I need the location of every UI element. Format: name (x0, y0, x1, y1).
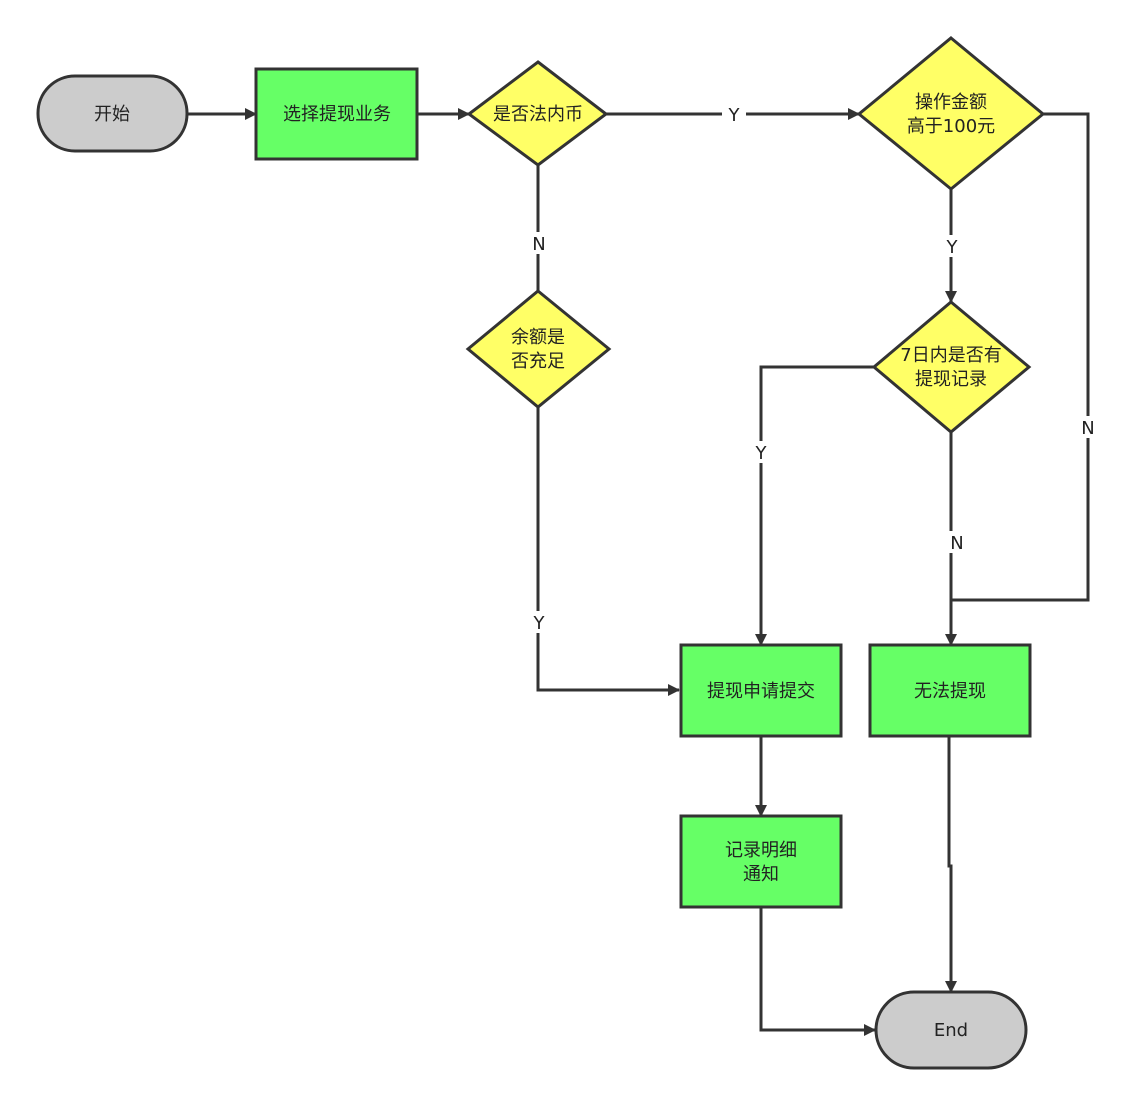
edge-balance-to-submit (536, 407, 680, 696)
edge-seven-to-submit (755, 365, 874, 646)
submit-request-node[interactable]: 提现申请提交 (679, 643, 843, 738)
record-notify-node[interactable]: 记录明细 通知 (679, 814, 843, 909)
edge-labels: Y N Y N Y N Y (527, 103, 1100, 634)
start-node-label: 开始 (94, 104, 130, 125)
submit-request-label: 提现申请提交 (707, 681, 815, 702)
edge-amount-to-unable (951, 112, 1090, 602)
edge-unable-to-end (945, 736, 957, 993)
nodes: 开始 选择提现业务 是否法内币 操作金额 高于100元 余额是 (36, 36, 1046, 1070)
unable-withdraw-node[interactable]: 无法提现 (868, 643, 1032, 738)
record-notify-line1: 记录明细 (725, 840, 797, 861)
balance-decision[interactable]: 余额是 否充足 (465, 289, 612, 409)
seven-day-decision-line2: 提现记录 (915, 369, 987, 390)
select-withdraw-node[interactable]: 选择提现业务 (254, 67, 419, 161)
amount-decision-line2: 高于100元 (907, 116, 995, 137)
label-legal-to-amount: Y (728, 105, 741, 126)
label-balance-to-submit: Y (533, 613, 546, 634)
balance-decision-line1: 余额是 (511, 327, 565, 348)
edge-record-to-end (759, 907, 876, 1036)
label-seven-to-submit: Y (755, 443, 768, 464)
label-amount-to-unable: N (1081, 418, 1094, 439)
seven-day-decision-line1: 7日内是否有 (900, 345, 1001, 366)
balance-decision-line2: 否充足 (511, 351, 565, 372)
select-withdraw-label: 选择提现业务 (283, 104, 391, 125)
amount-decision-line1: 操作金额 (915, 92, 987, 113)
legal-currency-decision[interactable]: 是否法内币 (466, 60, 609, 167)
seven-day-decision[interactable]: 7日内是否有 提现记录 (871, 300, 1032, 434)
legal-currency-label: 是否法内币 (493, 104, 583, 125)
end-node[interactable]: End (874, 990, 1028, 1070)
amount-decision[interactable]: 操作金额 高于100元 (856, 36, 1046, 191)
label-legal-to-balance: N (532, 234, 545, 255)
end-node-label: End (934, 1020, 968, 1041)
start-node[interactable]: 开始 (36, 74, 189, 153)
record-notify-line2: 通知 (743, 864, 779, 885)
label-amount-to-seven: Y (946, 237, 959, 258)
label-seven-to-unable: N (950, 533, 963, 554)
unable-withdraw-label: 无法提现 (914, 681, 986, 702)
